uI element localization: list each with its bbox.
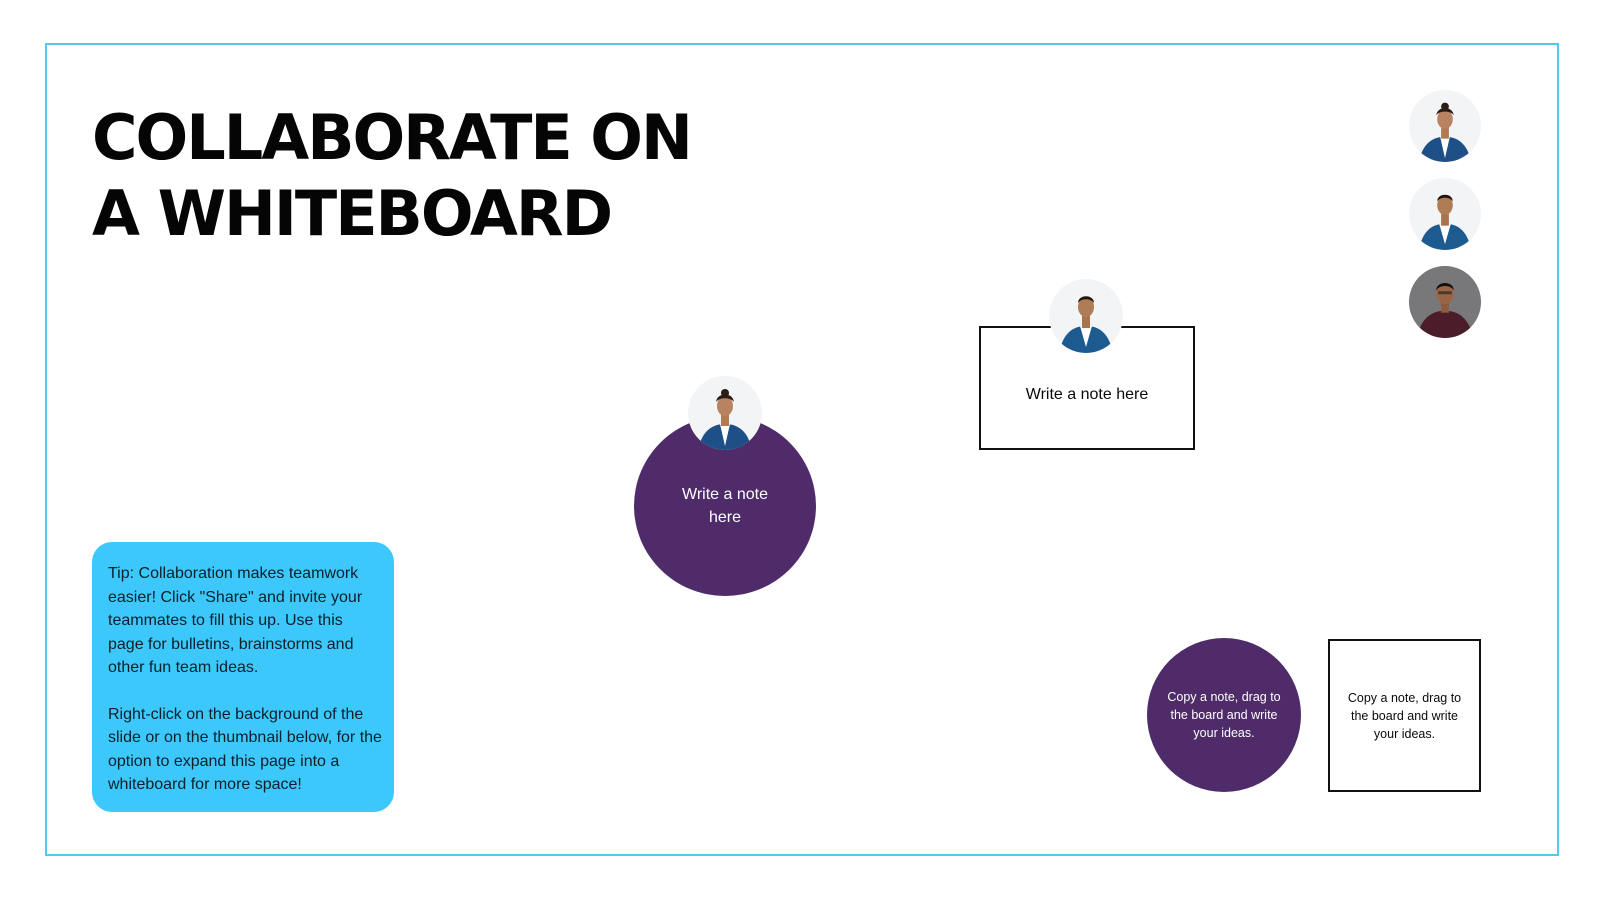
whiteboard-slide: COLLABORATE ON A WHITEBOARD Tip: Collabo…: [45, 43, 1559, 856]
tip-paragraph-1: Tip: Collaboration makes teamwork easier…: [108, 565, 363, 676]
copy-circle-note[interactable]: Copy a note, drag to the board and write…: [1147, 638, 1301, 792]
page-title: COLLABORATE ON A WHITEBOARD: [92, 100, 693, 252]
square-note[interactable]: Write a note here: [979, 326, 1195, 450]
title-line-2: A WHITEBOARD: [92, 177, 613, 250]
square-note-text[interactable]: Write a note here: [1025, 386, 1149, 403]
person-woman-icon: [688, 376, 762, 450]
person-man-suit-icon: [1409, 178, 1481, 250]
title-line-1: COLLABORATE ON: [92, 101, 693, 174]
avatar-user-2-icon[interactable]: [1409, 178, 1481, 250]
copy-circle-note-text[interactable]: Copy a note, drag to the board and write…: [1167, 690, 1281, 740]
avatar-woman-icon: [688, 376, 762, 450]
person-man-dark-shirt-icon: [1409, 266, 1481, 338]
person-man-icon: [1049, 279, 1123, 353]
circle-note-text[interactable]: Write a note here: [682, 486, 768, 526]
tip-box: Tip: Collaboration makes teamwork easier…: [92, 542, 394, 812]
avatar-user-1-icon[interactable]: [1409, 90, 1481, 162]
copy-square-note-text[interactable]: Copy a note, drag to the board and write…: [1347, 690, 1462, 741]
avatar-user-3-icon[interactable]: [1409, 266, 1481, 338]
copy-square-note[interactable]: Copy a note, drag to the board and write…: [1328, 639, 1481, 792]
person-woman-blazer-icon: [1409, 90, 1481, 162]
tip-paragraph-2: Right-click on the background of the sli…: [108, 705, 382, 794]
avatar-man-icon: [1049, 279, 1123, 353]
